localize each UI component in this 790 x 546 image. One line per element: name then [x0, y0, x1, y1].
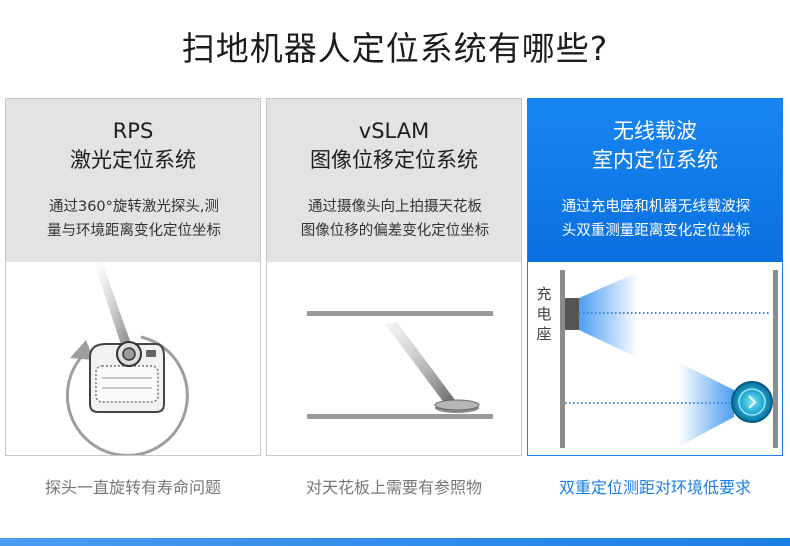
- ceiling-line: [307, 311, 493, 316]
- card-wireless-header: 无线载波 室内定位系统 通过充电座和机器无线载波探 头双重测量距离变化定位坐标: [528, 99, 782, 262]
- card-wireless-description: 通过充电座和机器无线载波探 头双重测量距离变化定位坐标: [534, 195, 778, 243]
- dock-label-char-2: 电: [536, 305, 552, 323]
- card-wireless-title-line2: 室内定位系统: [592, 148, 718, 172]
- card-wireless-title-line1: 无线载波: [613, 119, 697, 143]
- card-rps-title-line1: RPS: [112, 119, 154, 143]
- card-wireless-title: 无线载波 室内定位系统: [528, 117, 782, 175]
- floor-line: [307, 414, 493, 419]
- card-vslam-desc-line2: 图像位移的偏差变化定位坐标: [300, 223, 490, 239]
- card-vslam-title-line1: vSLAM: [358, 119, 430, 143]
- card-rps-title: RPS 激光定位系统: [6, 117, 260, 175]
- card-rps-description: 通过360°旋转激光探头,测 量与环境距离变化定位坐标: [12, 195, 256, 243]
- card-rps: RPS 激光定位系统 通过360°旋转激光探头,测 量与环境距离变化定位坐标: [5, 98, 261, 456]
- left-wall: [560, 270, 565, 448]
- dock-label-char-1: 充: [536, 285, 552, 303]
- card-vslam-illustration: [267, 262, 521, 455]
- caption-vslam: 对天花板上需要有参照物: [305, 478, 482, 497]
- card-vslam-description: 通过摄像头向上拍摄天花板 图像位移的偏差变化定位坐标: [273, 195, 517, 243]
- caption-rps: 探头一直旋转有寿命问题: [44, 478, 221, 497]
- card-vslam-desc-line1: 通过摄像头向上拍摄天花板: [308, 199, 482, 215]
- card-vslam-title-line2: 图像位移定位系统: [310, 148, 478, 172]
- laser-robot-icon: [89, 341, 165, 413]
- card-vslam: vSLAM 图像位移定位系统 通过摄像头向上拍摄天花板 图像位移的偏差变化定位坐…: [266, 98, 522, 456]
- card-wireless-desc-line1: 通过充电座和机器无线载波探: [561, 199, 751, 215]
- bottom-accent-bar: [0, 538, 790, 546]
- card-rps-header: RPS 激光定位系统 通过360°旋转激光探头,测 量与环境距离变化定位坐标: [6, 99, 260, 262]
- card-rps-illustration: [6, 262, 260, 455]
- right-wall: [773, 270, 778, 448]
- charging-dock-icon: [565, 272, 771, 358]
- rotate-arrow-icon: [65, 335, 189, 455]
- card-rps-desc-line1: 通过360°旋转激光探头,测: [48, 199, 220, 215]
- caption-wireless: 双重定位测距对环境低要求: [558, 478, 751, 497]
- card-wireless-illustration: 充 电 座: [528, 262, 782, 455]
- dock-label: 充 电 座: [534, 284, 554, 344]
- card-rps-desc-line2: 量与环境距离变化定位坐标: [47, 223, 221, 239]
- card-vslam-header: vSLAM 图像位移定位系统 通过摄像头向上拍摄天花板 图像位移的偏差变化定位坐…: [267, 99, 521, 262]
- card-wireless: 无线载波 室内定位系统 通过充电座和机器无线载波探 头双重测量距离变化定位坐标: [527, 98, 783, 456]
- carrier-robot-icon: [565, 362, 773, 447]
- card-vslam-title: vSLAM 图像位移定位系统: [267, 117, 521, 175]
- card-wireless-desc-line2: 头双重测量距离变化定位坐标: [561, 223, 751, 239]
- camera-robot-icon: [434, 399, 480, 413]
- dock-label-char-3: 座: [536, 325, 552, 343]
- card-rps-title-line2: 激光定位系统: [70, 148, 196, 172]
- page-title: 扫地机器人定位系统有哪些?: [181, 29, 609, 68]
